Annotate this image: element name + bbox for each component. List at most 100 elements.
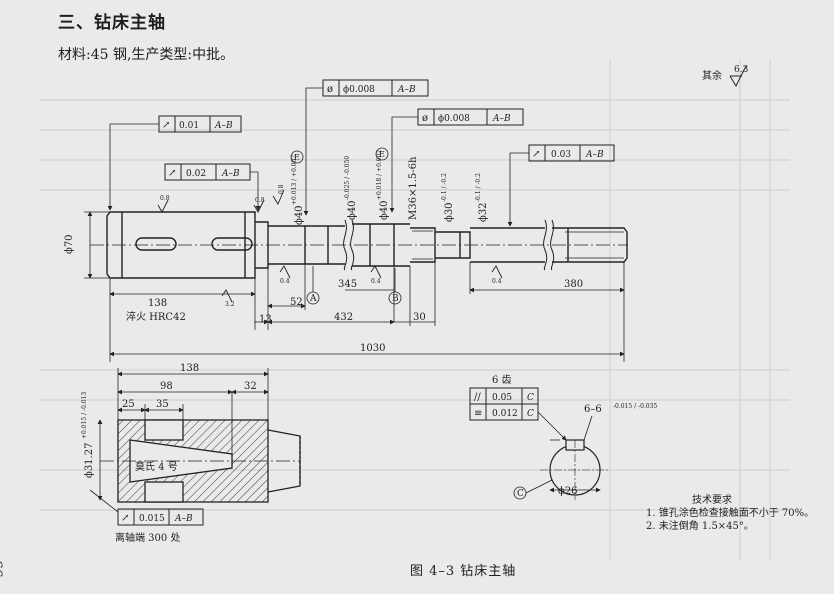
spline-section-view [540,415,610,500]
svg-text://: // [474,392,481,403]
svg-text:0.012: 0.012 [492,409,518,419]
svg-text:E: E [379,150,385,159]
svg-text:ø: ø [422,113,428,124]
svg-text:C: C [527,409,534,419]
svg-text:0.8: 0.8 [278,184,285,194]
page-number: 66 [0,560,4,578]
fcf-runout-1: ↗ 0.01 A–B [107,115,242,211]
fcf-spline: // 0.05 C ≡ 0.012 C [469,387,567,441]
main-dimension-texts: ϕ70 138 淬火 HRC42 52 345 380 13 432 30 10… [64,234,583,354]
svg-text:0.4: 0.4 [280,278,290,285]
svg-text:A–B: A–B [397,85,416,95]
svg-text:ϕ32: ϕ32 [478,202,489,222]
svg-text:A–B: A–B [174,514,193,524]
svg-text:ϕ40: ϕ40 [379,200,390,220]
svg-text:-0.1 / -0.2: -0.1 / -0.2 [441,173,448,202]
svg-text:A–B: A–B [492,114,511,124]
note-1: 1. 锥孔涂色检查接触面不小于 70%。 [646,508,815,519]
svg-text:A–B: A–B [214,121,233,131]
svg-text:0.03: 0.03 [551,150,571,160]
svg-text:380: 380 [564,279,583,290]
svg-text:ϕ40: ϕ40 [347,200,358,220]
taper-section-view [100,419,301,503]
svg-text:A–B: A–B [221,169,240,179]
svg-text:0.8: 0.8 [160,195,170,202]
note-2: 2. 未注倒角 1.5×45°。 [646,521,754,532]
svg-text:0.4: 0.4 [371,278,381,285]
page-title: 三、钻床主轴 [58,13,166,33]
svg-text:莫氏 4 号: 莫氏 4 号 [135,461,178,473]
svg-text:↗: ↗ [162,120,170,131]
datum-c: C [517,489,524,499]
svg-text:+0.015 / -0.013: +0.015 / -0.013 [81,392,88,439]
svg-text:6–6: 6–6 [584,404,602,415]
svg-text:-0.015 / -0.035: -0.015 / -0.035 [613,403,657,410]
svg-text:-0.1 / -0.2: -0.1 / -0.2 [475,173,482,202]
fcf-coax-2: ø ϕ0.008 A–B [389,108,524,213]
svg-text:6 齿: 6 齿 [492,374,512,386]
svg-text:ø: ø [327,84,333,95]
diameter-callouts: ϕ40 +0.013 / +0.002 ϕ40 -0.025 / -0.050 … [290,147,489,225]
section-dimensions [89,368,269,518]
datum-markers [306,266,553,500]
spline-texts: 6 齿 6–6 -0.015 / -0.035 ϕ26 [492,374,657,497]
svg-text:138: 138 [180,363,199,374]
svg-text:其余: 其余 [702,69,722,82]
svg-text:≡: ≡ [474,408,482,419]
svg-text:0.05: 0.05 [492,393,512,403]
svg-text:A–B: A–B [585,150,604,160]
svg-text:0.8: 0.8 [255,197,265,204]
svg-text:E: E [294,153,300,162]
fcf-coax-1: ø ϕ0.008 A–B [303,79,429,216]
main-shaft-view [90,211,628,279]
fcf-runout-4: ↗ 0.015 A–B 离轴端 300 处 [115,508,204,544]
svg-text:35: 35 [156,399,169,410]
section-dimension-texts: 138 98 32 25 35 ϕ31.27 +0.015 / -0.013 莫… [81,363,257,478]
svg-text:30: 30 [413,312,426,323]
svg-text:+0.013 / +0.002: +0.013 / +0.002 [291,155,298,205]
svg-text:C: C [527,393,534,403]
svg-text:ϕ30: ϕ30 [444,202,455,222]
svg-text:13: 13 [259,314,272,325]
svg-text:ϕ0.008: ϕ0.008 [343,85,375,95]
background-grid [40,60,790,560]
svg-text:ϕ31.27: ϕ31.27 [84,443,95,478]
svg-text:1030: 1030 [360,343,385,354]
svg-text:ϕ26: ϕ26 [558,486,578,497]
svg-text:6.3: 6.3 [734,65,749,75]
roughness-marks [157,189,503,303]
svg-text:0.02: 0.02 [186,169,206,179]
svg-text:淬火 HRC42: 淬火 HRC42 [126,310,186,323]
svg-text:0.015: 0.015 [139,514,165,524]
svg-text:0.4: 0.4 [492,278,502,285]
svg-text:138: 138 [148,298,167,309]
svg-text:↗: ↗ [532,149,540,160]
svg-text:-0.025 / -0.050: -0.025 / -0.050 [344,156,351,200]
datum-a: A [309,294,317,304]
svg-text:离轴端 300 处: 离轴端 300 处 [115,531,180,544]
datum-b: B [392,294,399,304]
main-dimensions [84,211,625,362]
general-roughness-note: 其余 6.3 [702,65,749,88]
svg-text:432: 432 [334,312,353,323]
svg-text:52: 52 [290,297,303,308]
svg-text:+0.018 / +0.002: +0.018 / +0.002 [376,150,383,200]
svg-text:M36×1.5-6h: M36×1.5-6h [408,156,419,220]
svg-text:0.01: 0.01 [179,121,199,131]
svg-text:25: 25 [122,399,135,410]
svg-text:↗: ↗ [121,513,129,524]
svg-text:↗: ↗ [168,168,176,179]
svg-text:ϕ0.008: ϕ0.008 [438,114,470,124]
notes-title: 技术要求 [692,495,732,506]
svg-text:ϕ40: ϕ40 [294,205,305,225]
figure-caption: 图 4–3 钻床主轴 [410,564,517,579]
svg-text:345: 345 [338,279,357,290]
technical-requirements: 技术要求 1. 锥孔涂色检查接触面不小于 70%。 2. 未注倒角 1.5×45… [646,494,814,533]
fcf-runout-2: ↗ 0.02 A–B [164,163,261,211]
svg-text:98: 98 [160,381,173,392]
svg-text:32: 32 [244,381,257,392]
svg-text:3.2: 3.2 [225,301,235,308]
fcf-runout-3: ↗ 0.03 A–B [507,144,615,227]
